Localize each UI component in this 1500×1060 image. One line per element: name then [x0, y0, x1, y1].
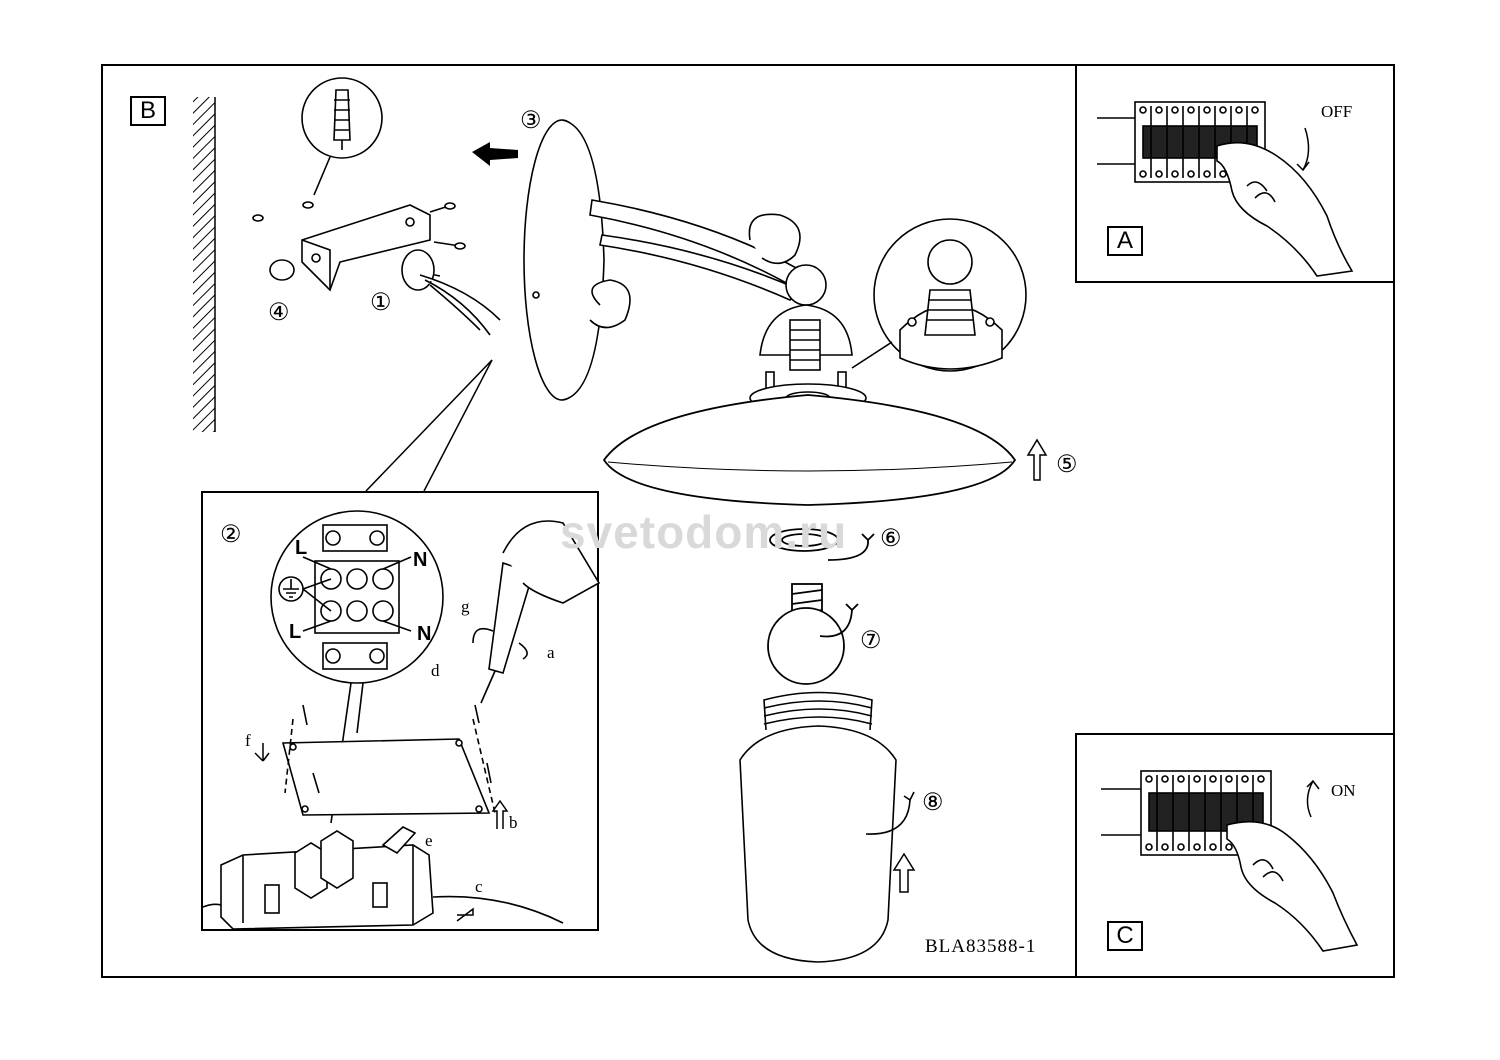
sub-step-e: e: [425, 831, 433, 850]
panel-c-label: C: [1107, 921, 1143, 951]
sub-step-b: b: [509, 813, 518, 832]
circuit-breaker-icon: [1097, 101, 1354, 277]
sub-step-a: a: [547, 643, 555, 662]
panel-b-label: B: [130, 96, 166, 126]
arrow-icon: [892, 852, 916, 893]
hand-icon: [1216, 141, 1354, 277]
wiring-detail: [203, 510, 601, 930]
switch-state-on: ON: [1331, 781, 1356, 800]
sub-step-g: g: [461, 597, 470, 616]
step-1: ①: [370, 290, 392, 316]
model-code: BLA83588-1: [925, 936, 1037, 957]
sub-step-f: f: [245, 731, 251, 750]
wire-label-neutral-top: N: [413, 549, 428, 571]
glass-shade-icon: [739, 691, 915, 963]
step-3: ③: [520, 108, 542, 134]
wiring-inset: L N L N a b c d e f g: [201, 491, 601, 931]
junction-box-icon: [203, 826, 564, 930]
instruction-frame: [101, 64, 1395, 978]
wire-label-live-bottom: L: [289, 621, 302, 643]
wall-hatch-icon: [193, 97, 216, 432]
step-7: ⑦: [860, 628, 882, 654]
sub-step-d: d: [431, 661, 440, 680]
panel-c-switch-on: ON C: [1075, 733, 1395, 978]
shade-disc: [602, 394, 1017, 506]
socket-detail-callout: [851, 218, 1027, 372]
mounting-bracket-icon: [252, 201, 501, 336]
step-5: ⑤: [1056, 452, 1078, 478]
step-4: ④: [268, 300, 290, 326]
step-2: ②: [220, 522, 242, 548]
dowel-icon: [301, 77, 383, 196]
hand-icon: [1226, 820, 1359, 952]
threaded-ring: [769, 528, 875, 561]
arrow-icon: [1026, 438, 1048, 481]
sub-step-c: c: [475, 877, 483, 896]
panel-a-label: A: [1107, 226, 1143, 256]
wire-label-neutral-bottom: N: [417, 623, 432, 645]
watermark: svetodom.ru: [560, 506, 848, 558]
switch-state-off: OFF: [1321, 102, 1353, 121]
arrow-icon: [472, 142, 518, 166]
step-6: ⑥: [880, 526, 902, 552]
wire-label-live-top: L: [295, 537, 308, 559]
bulb-icon: [767, 583, 859, 685]
circuit-breaker-icon: [1101, 770, 1359, 952]
panel-a-switch-off: OFF A: [1075, 64, 1395, 283]
screwdriver-icon: [472, 520, 601, 704]
step-8: ⑧: [922, 790, 944, 816]
